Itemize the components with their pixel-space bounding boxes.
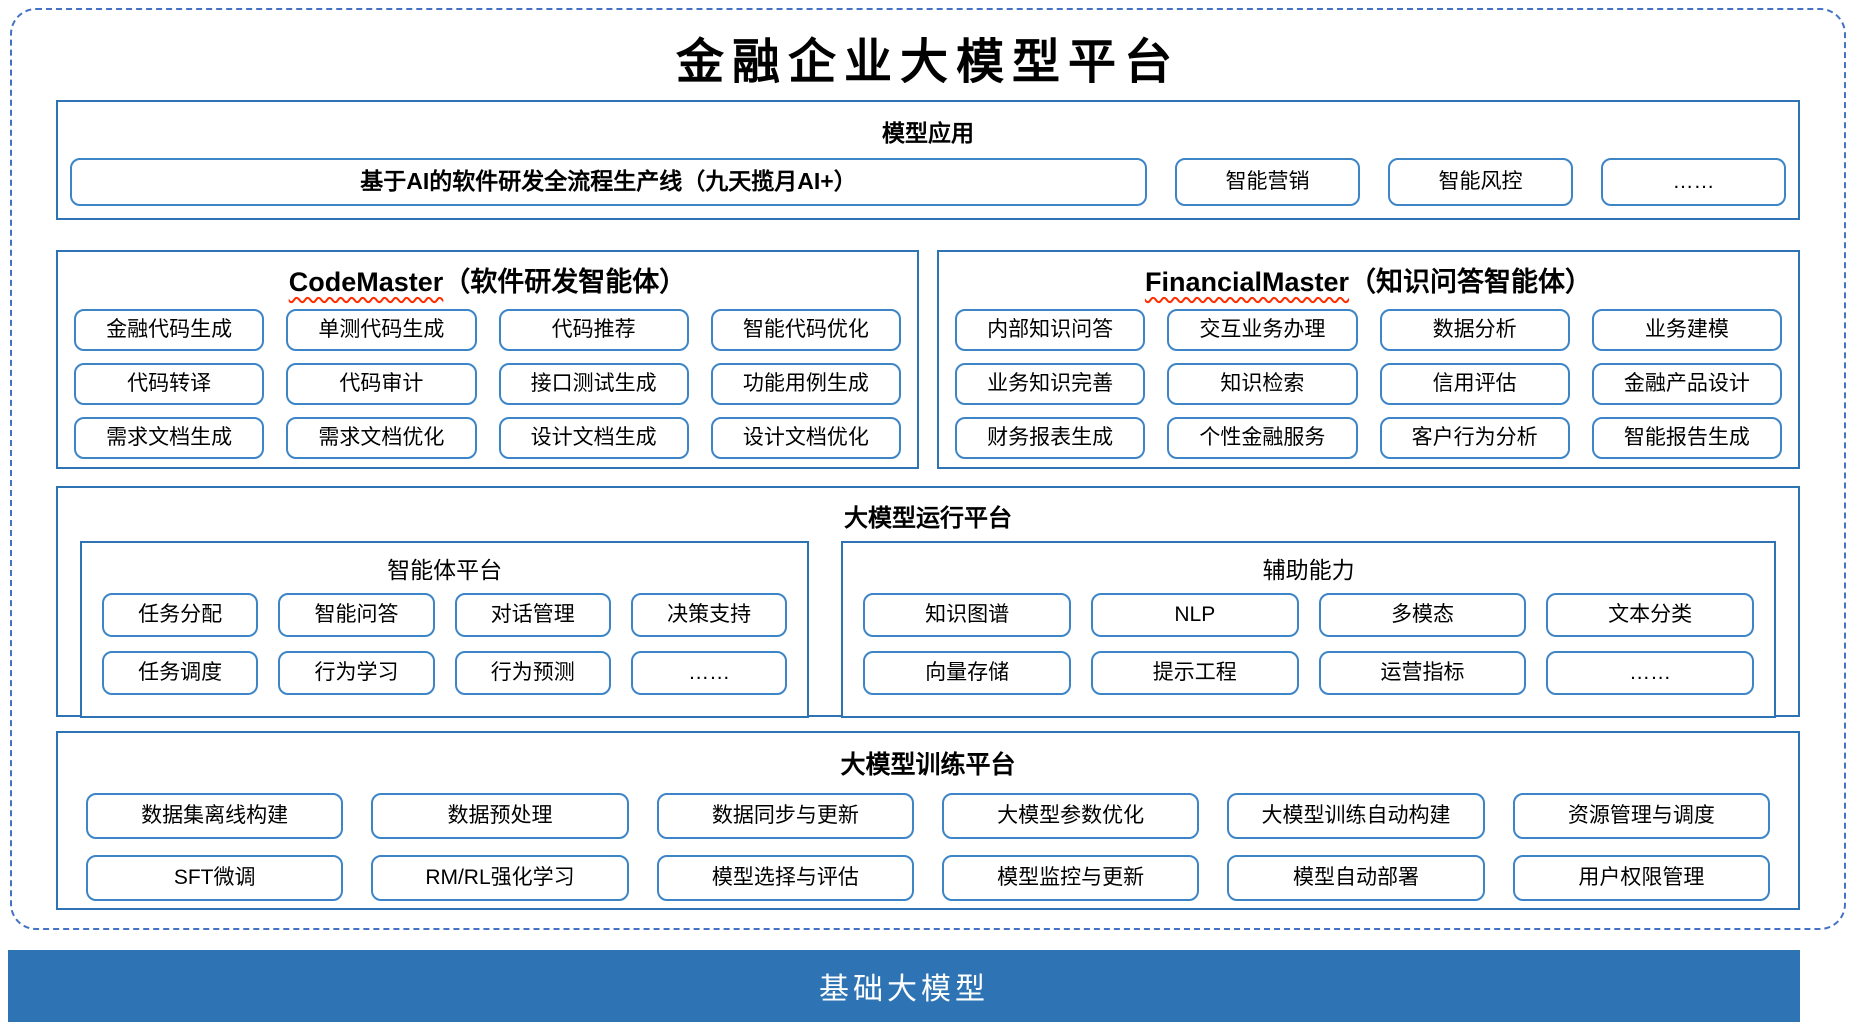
section-model-application: 模型应用 基于AI的软件研发全流程生产线（九天揽月AI+） 智能营销 智能风控 …: [56, 99, 1800, 220]
box-task-allocation: 任务分配: [102, 592, 259, 637]
codemaster-header: CodeMaster（软件研发智能体）: [58, 260, 917, 299]
box-task-scheduling: 任务调度: [102, 650, 259, 695]
page-title: 金融企业大模型平台: [675, 34, 1180, 90]
financialmaster-name-zh: （知识问答智能体）: [1349, 266, 1593, 297]
financialmaster-grid: 内部知识问答 交互业务办理 数据分析 业务建模 业务知识完善 知识检索 信用评估…: [939, 307, 1798, 473]
box-interactive-business-handling: 交互业务办理: [1167, 308, 1358, 351]
model-application-row: 基于AI的软件研发全流程生产线（九天揽月AI+） 智能营销 智能风控 ……: [70, 157, 1786, 206]
box-credit-evaluation: 信用评估: [1379, 362, 1570, 405]
training-grid: 数据集离线构建 数据预处理 数据同步与更新 大模型参数优化 大模型训练自动构建 …: [86, 792, 1770, 901]
box-business-modeling: 业务建模: [1591, 308, 1782, 351]
section-runtime-platform: 大模型运行平台 智能体平台 任务分配 智能问答 对话管理 决策支持 任务调度 行…: [56, 485, 1800, 718]
section-codemaster: CodeMaster（软件研发智能体） 金融代码生成 单测代码生成 代码推荐 智…: [56, 249, 919, 469]
box-decision-support: 决策支持: [630, 592, 788, 637]
box-personalized-financial-service: 个性金融服务: [1167, 416, 1358, 459]
aux-capability-grid: 知识图谱 NLP 多模态 文本分类 向量存储 提示工程 运营指标 ……: [843, 591, 1774, 709]
box-design-doc-generation: 设计文档生成: [498, 416, 689, 459]
box-resource-management-scheduling: 资源管理与调度: [1512, 792, 1770, 839]
runtime-platform-header: 大模型运行平台: [844, 504, 1012, 532]
box-smart-risk-control: 智能风控: [1388, 157, 1573, 206]
box-model-auto-deployment: 模型自动部署: [1227, 854, 1485, 901]
box-financial-report-generation: 财务报表生成: [955, 416, 1146, 459]
box-smart-qa: 智能问答: [278, 592, 435, 637]
box-smart-report-generation: 智能报告生成: [1591, 416, 1782, 459]
model-application-header: 模型应用: [882, 119, 974, 146]
box-smart-code-optimization: 智能代码优化: [710, 308, 901, 351]
box-function-case-generation: 功能用例生成: [710, 362, 901, 405]
box-dialogue-management: 对话管理: [454, 592, 611, 637]
box-code-recommendation: 代码推荐: [498, 308, 689, 351]
codemaster-grid: 金融代码生成 单测代码生成 代码推荐 智能代码优化 代码转译 代码审计 接口测试…: [58, 307, 917, 473]
box-user-permission-management: 用户权限管理: [1512, 854, 1770, 901]
box-model-selection-evaluation: 模型选择与评估: [656, 854, 914, 901]
subsection-agent-platform: 智能体平台 任务分配 智能问答 对话管理 决策支持 任务调度 行为学习 行为预测…: [80, 540, 810, 718]
agent-platform-header: 智能体平台: [387, 556, 503, 583]
box-app-ellipsis: ……: [1601, 157, 1786, 206]
box-behavior-prediction: 行为预测: [454, 650, 611, 695]
box-vector-storage: 向量存储: [863, 650, 1071, 695]
box-data-sync-update: 数据同步与更新: [656, 792, 914, 839]
box-data-analysis: 数据分析: [1379, 308, 1570, 351]
runtime-row: 智能体平台 任务分配 智能问答 对话管理 决策支持 任务调度 行为学习 行为预测…: [80, 540, 1776, 718]
agents-row: CodeMaster（软件研发智能体） 金融代码生成 单测代码生成 代码推荐 智…: [56, 249, 1800, 469]
box-training-auto-construction: 大模型训练自动构建: [1227, 792, 1485, 839]
box-business-knowledge-improvement: 业务知识完善: [955, 362, 1146, 405]
box-requirement-doc-generation: 需求文档生成: [74, 416, 265, 459]
box-internal-knowledge-qa: 内部知识问答: [955, 308, 1146, 351]
training-platform-header: 大模型训练平台: [840, 750, 1016, 779]
financialmaster-name-en: FinancialMaster: [1144, 266, 1350, 297]
agent-platform-grid: 任务分配 智能问答 对话管理 决策支持 任务调度 行为学习 行为预测 ……: [82, 591, 807, 709]
box-text-classification: 文本分类: [1546, 592, 1754, 637]
section-financialmaster: FinancialMaster（知识问答智能体） 内部知识问答 交互业务办理 数…: [937, 249, 1800, 469]
base-model-label: 基础大模型: [819, 973, 989, 1006]
section-training-platform: 大模型训练平台 数据集离线构建 数据预处理 数据同步与更新 大模型参数优化 大模…: [56, 730, 1800, 910]
box-prompt-engineering: 提示工程: [1090, 650, 1299, 695]
box-unit-test-code-generation: 单测代码生成: [286, 308, 477, 351]
box-code-translation: 代码转译: [74, 362, 265, 405]
box-rm-rl-reinforcement-learning: RM/RL强化学习: [371, 854, 629, 901]
box-knowledge-retrieval: 知识检索: [1167, 362, 1358, 405]
box-financial-product-design: 金融产品设计: [1591, 362, 1782, 405]
box-sft-finetuning: SFT微调: [86, 854, 344, 901]
box-requirement-doc-optimization: 需求文档优化: [286, 416, 477, 459]
box-finance-code-generation: 金融代码生成: [74, 308, 265, 351]
aux-capability-header: 辅助能力: [1262, 556, 1355, 583]
box-design-doc-optimization: 设计文档优化: [710, 416, 901, 459]
box-offline-dataset-construction: 数据集离线构建: [86, 792, 344, 839]
box-data-preprocessing: 数据预处理: [371, 792, 629, 839]
box-agent-ellipsis: ……: [630, 650, 788, 695]
box-code-audit: 代码审计: [286, 362, 477, 405]
base-model-bar: 基础大模型: [8, 950, 1800, 1022]
box-ai-software-rd-pipeline: 基于AI的软件研发全流程生产线（九天揽月AI+）: [70, 157, 1147, 206]
box-smart-marketing: 智能营销: [1175, 157, 1360, 206]
financialmaster-header: FinancialMaster（知识问答智能体）: [939, 260, 1798, 299]
codemaster-name-en: CodeMaster: [288, 266, 444, 297]
subsection-aux-capability: 辅助能力 知识图谱 NLP 多模态 文本分类 向量存储 提示工程 运营指标 ……: [841, 540, 1776, 718]
box-model-monitoring-update: 模型监控与更新: [942, 854, 1200, 901]
box-api-test-generation: 接口测试生成: [498, 362, 689, 405]
box-model-param-optimization: 大模型参数优化: [942, 792, 1200, 839]
platform-outer-frame: 金融企业大模型平台 模型应用 基于AI的软件研发全流程生产线（九天揽月AI+） …: [10, 8, 1846, 930]
box-nlp: NLP: [1090, 592, 1299, 637]
codemaster-name-zh: （软件研发智能体）: [443, 266, 687, 297]
box-aux-ellipsis: ……: [1546, 650, 1754, 695]
box-knowledge-graph: 知识图谱: [863, 592, 1071, 637]
box-multimodal: 多模态: [1318, 592, 1527, 637]
box-operation-metrics: 运营指标: [1318, 650, 1527, 695]
box-customer-behavior-analysis: 客户行为分析: [1379, 416, 1570, 459]
box-behavior-learning: 行为学习: [278, 650, 435, 695]
